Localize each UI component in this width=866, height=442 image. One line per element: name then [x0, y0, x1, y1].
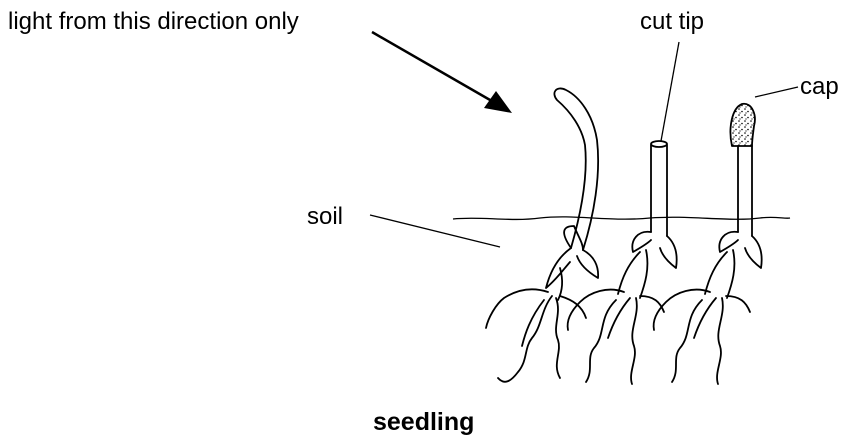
cap-label: cap [800, 73, 839, 101]
cut-tip-label: cut tip [640, 8, 704, 36]
light-arrow [372, 32, 512, 113]
seedling-cut-tip [568, 141, 677, 384]
seedling-capped [654, 104, 762, 384]
soil-surface-line [453, 217, 790, 220]
seedling-intact [486, 88, 598, 381]
cut-tip-leader [661, 42, 679, 141]
cap-leader [755, 87, 798, 97]
diagram-caption: seedling [373, 408, 474, 436]
light-direction-label: light from this direction only [8, 8, 299, 36]
soil-label: soil [307, 203, 343, 231]
soil-leader [370, 215, 500, 247]
